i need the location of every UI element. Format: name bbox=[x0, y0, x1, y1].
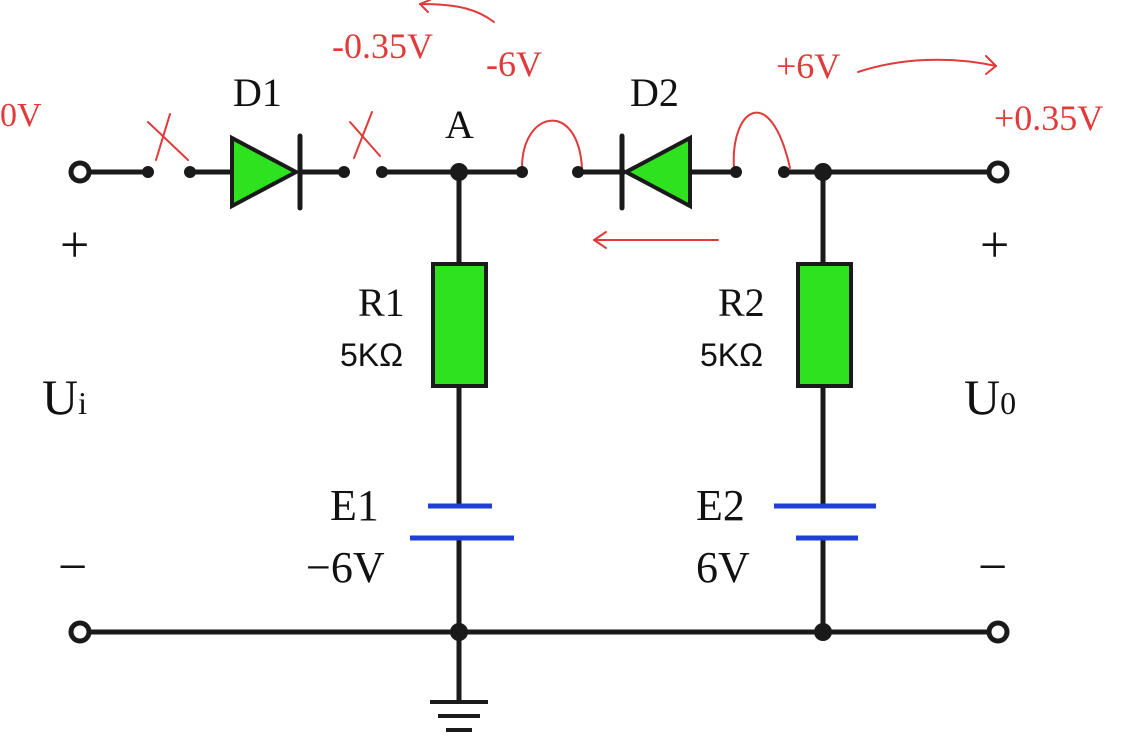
arrow-output-right bbox=[857, 55, 997, 75]
output-plus: + bbox=[980, 217, 1009, 274]
r2-name: R2 bbox=[718, 280, 765, 325]
output-terminal-bottom bbox=[986, 620, 1010, 644]
junction-output-top bbox=[814, 163, 832, 181]
arrow-reverse-current bbox=[593, 231, 719, 249]
input-terminal-top bbox=[68, 160, 92, 184]
ground-symbol bbox=[430, 700, 488, 732]
output-minus: − bbox=[978, 539, 1007, 596]
current-loop-left bbox=[521, 119, 583, 169]
input-minus: − bbox=[58, 539, 87, 596]
diode-d1 bbox=[230, 133, 303, 211]
resistor-r2 bbox=[796, 262, 853, 388]
e2-value: 6V bbox=[696, 543, 750, 592]
e1-value: −6V bbox=[306, 543, 385, 592]
switch-contacts bbox=[142, 166, 790, 178]
input-plus: + bbox=[60, 217, 89, 274]
battery-e1 bbox=[410, 503, 514, 541]
current-loop-right bbox=[732, 111, 791, 169]
annotation-input-voltage: 0V bbox=[0, 97, 42, 134]
r1-value: 5KΩ bbox=[340, 337, 403, 373]
arrow-upper-left bbox=[419, 0, 495, 23]
r1-name: R1 bbox=[358, 280, 405, 325]
junction-bottom-right bbox=[814, 623, 832, 641]
annotation-anode-voltage: -0.35V bbox=[332, 26, 433, 66]
open-contact-mark-1 bbox=[147, 113, 189, 161]
r2-value: 5KΩ bbox=[700, 337, 763, 373]
resistor-r1 bbox=[431, 262, 488, 388]
node-a-label: A bbox=[445, 102, 474, 147]
output-terminal-top bbox=[986, 160, 1010, 184]
junction-node-a bbox=[450, 163, 468, 181]
input-terminal-bottom bbox=[68, 620, 92, 644]
annotation-cathode-voltage: +6V bbox=[776, 46, 840, 86]
diode-d2 bbox=[619, 133, 692, 211]
e2-name: E2 bbox=[696, 481, 745, 530]
e1-name: E1 bbox=[330, 481, 379, 530]
d1-label: D1 bbox=[233, 70, 282, 115]
open-contact-mark-2 bbox=[349, 111, 381, 159]
annotation-output-voltage: +0.35V bbox=[994, 98, 1103, 138]
annotation-node-a-voltage: -6V bbox=[486, 44, 542, 84]
output-voltage-symbol: U0 bbox=[964, 369, 1016, 425]
d2-label: D2 bbox=[630, 70, 679, 115]
junction-bottom-left bbox=[450, 623, 468, 641]
battery-e2 bbox=[774, 503, 876, 541]
input-voltage-symbol: Ui bbox=[42, 369, 87, 425]
